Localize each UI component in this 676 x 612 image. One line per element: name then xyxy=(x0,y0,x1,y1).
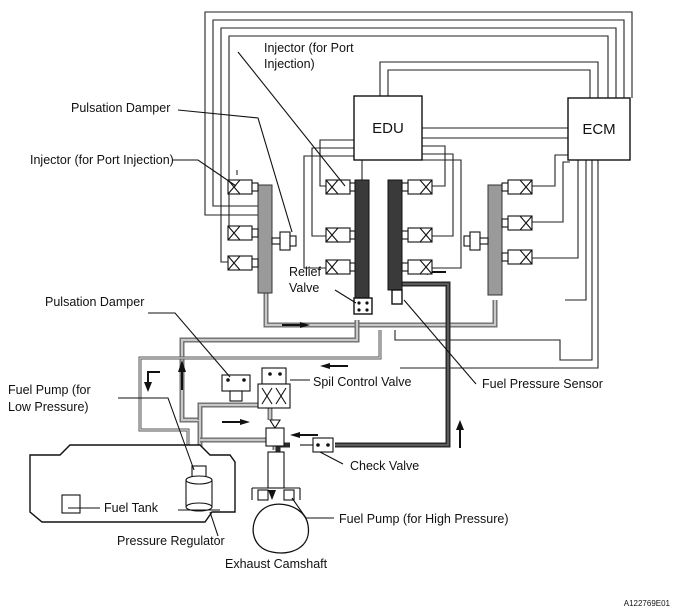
fuel-pressure-sensor xyxy=(391,289,403,305)
leader-lines xyxy=(68,51,477,537)
left-port-injectors xyxy=(227,179,259,271)
label-exhaust-camshaft: Exhaust Camshaft xyxy=(225,557,328,571)
label-fuel-pump-low-2: Low Pressure) xyxy=(8,400,89,414)
injector-icon xyxy=(501,215,533,231)
left-direct-fuel-rail xyxy=(354,179,370,299)
left-direct-injectors xyxy=(325,179,356,275)
injector-icon xyxy=(325,179,356,195)
label-pulsation-damper-mid: Pulsation Damper xyxy=(45,295,144,309)
right-rail-pulsation-damper xyxy=(463,231,489,251)
label-spil-control-valve: Spil Control Valve xyxy=(313,375,411,389)
edu-label: EDU xyxy=(372,120,404,137)
injector-icon xyxy=(227,179,259,195)
injector-icon xyxy=(501,179,533,195)
right-direct-injectors xyxy=(401,179,433,275)
edu-box xyxy=(353,95,423,161)
label-fuel-tank: Fuel Tank xyxy=(104,501,159,515)
injector-icon xyxy=(325,227,356,243)
label-fuel-pressure-sensor: Fuel Pressure Sensor xyxy=(482,377,603,391)
low-pressure-pump xyxy=(178,465,220,512)
fuel-tank xyxy=(29,444,236,523)
injector-icon xyxy=(227,225,259,241)
label-injector-port-left: Injector (for Port Injection) xyxy=(30,153,174,167)
spil-control-valve xyxy=(257,367,291,409)
left-rail-pulsation-damper xyxy=(271,231,297,251)
injector-icon xyxy=(401,259,433,275)
label-fuel-pump-low-1: Fuel Pump (for xyxy=(8,383,91,397)
tank-gauge-icon xyxy=(61,494,81,514)
label-pulsation-damper-top: Pulsation Damper xyxy=(71,101,170,115)
label-injector-port-top: Injector (for Port xyxy=(264,41,354,55)
label-relief-valve-2: Valve xyxy=(289,281,319,295)
label-relief-valve-1: Relief xyxy=(289,265,321,279)
ecm-label: ECM xyxy=(582,121,615,138)
injector-icon xyxy=(401,179,433,195)
exhaust-camshaft-lobe xyxy=(252,503,310,554)
return-lines xyxy=(138,330,382,460)
label-injector-port-top-2: Injection) xyxy=(264,57,315,71)
check-valve xyxy=(300,437,334,453)
injector-icon xyxy=(227,255,259,271)
injector-icon xyxy=(325,259,356,275)
right-port-fuel-rail xyxy=(487,184,503,296)
injector-icon xyxy=(401,227,433,243)
ecm-box xyxy=(567,97,631,161)
label-fuel-pump-high: Fuel Pump (for High Pressure) xyxy=(339,512,509,526)
injector-icon xyxy=(501,249,533,265)
pulsation-damper-mid xyxy=(221,374,251,402)
left-port-fuel-rail xyxy=(257,184,273,294)
relief-valve xyxy=(353,297,373,315)
high-pressure-pump xyxy=(251,419,301,501)
right-direct-fuel-rail xyxy=(387,179,403,291)
label-check-valve: Check Valve xyxy=(350,459,419,473)
label-pressure-regulator: Pressure Regulator xyxy=(117,534,225,548)
figure-code: A122769E01 xyxy=(624,599,671,608)
right-port-injectors xyxy=(501,179,533,265)
